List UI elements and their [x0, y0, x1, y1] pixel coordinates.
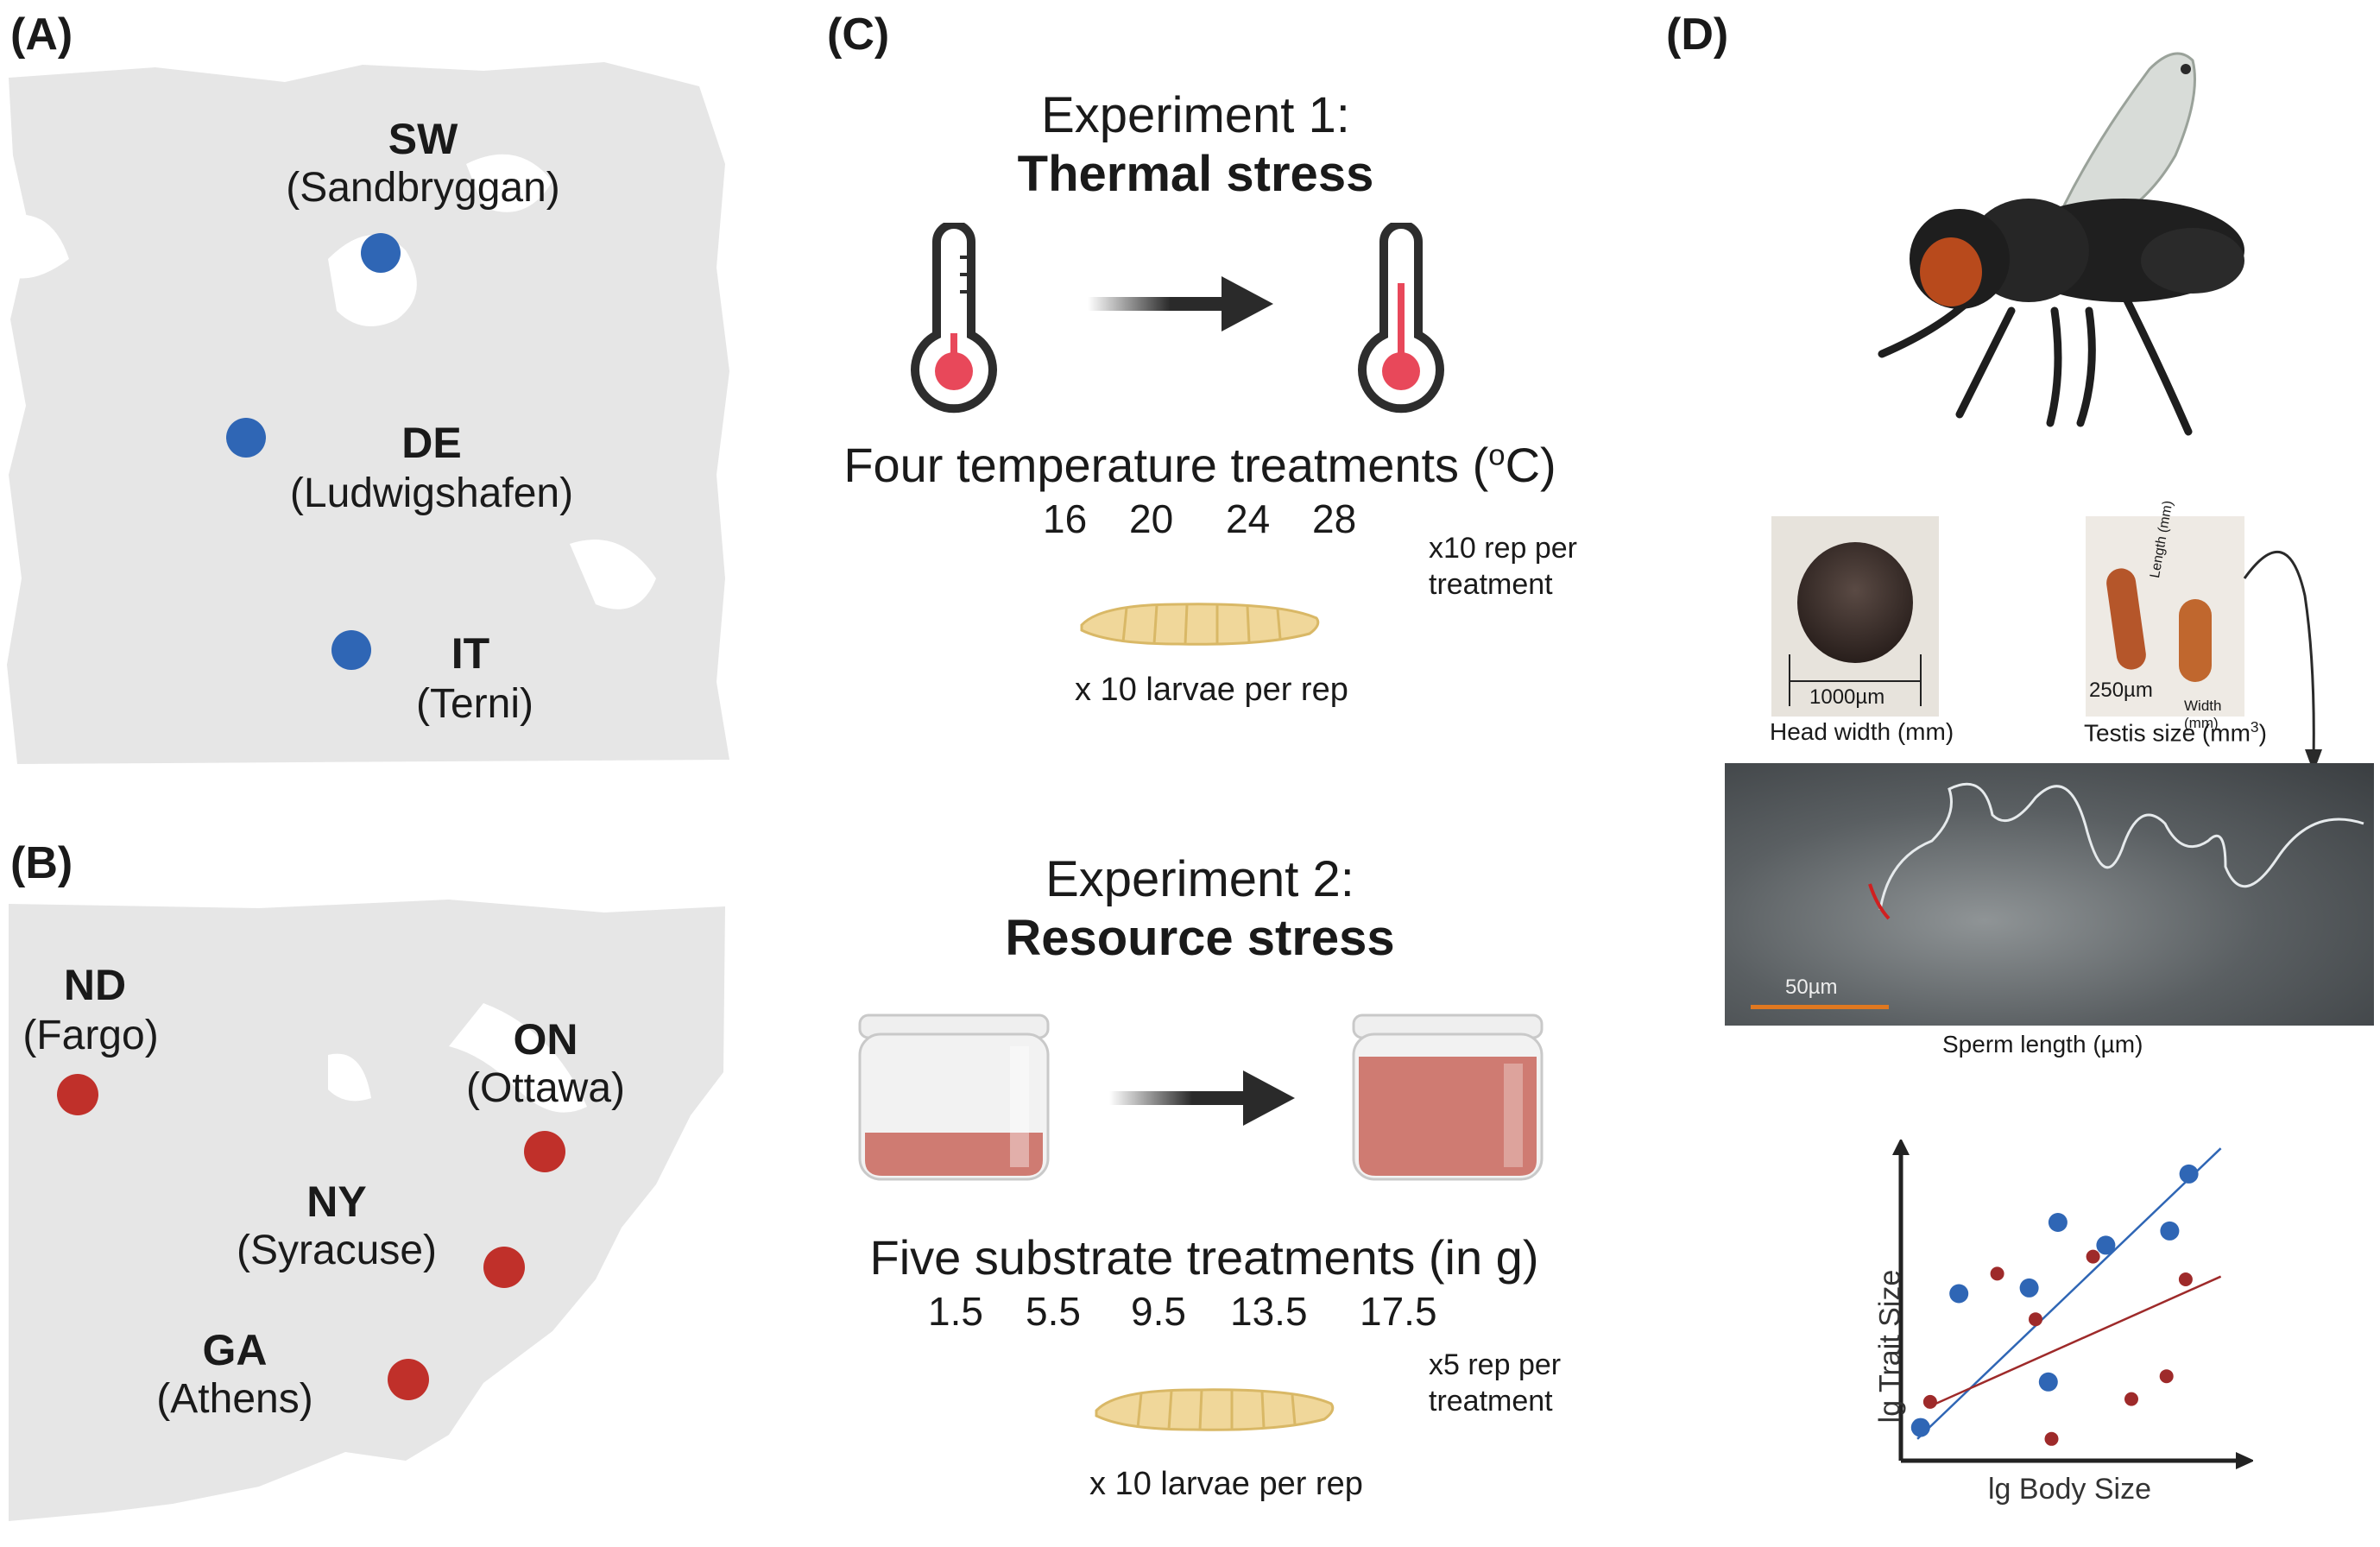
head-scale-label: 1000µm	[1809, 685, 1885, 709]
site-name-ottawa: (Ottawa)	[465, 1065, 626, 1111]
exp2-value: 5.5	[1026, 1289, 1081, 1334]
panel-label-c: (C)	[827, 9, 890, 60]
site-code-nd: ND	[63, 961, 127, 1009]
data-point-1	[2086, 1249, 2100, 1264]
head-photo: 1000µm	[1771, 516, 1939, 717]
site-marker-ga	[388, 1359, 429, 1400]
trait-scatter-chart	[1892, 1140, 2253, 1469]
data-point-0	[2038, 1372, 2058, 1392]
sperm-photo: 50µm	[1725, 763, 2374, 1026]
data-point-1	[1922, 1394, 1937, 1409]
site-code-on: ON	[513, 1015, 578, 1064]
europe-map	[7, 62, 729, 764]
site-name-terni: (Terni)	[415, 681, 533, 727]
arrow-right-icon	[1109, 1070, 1295, 1126]
exp2-rep-line2: treatment	[1429, 1385, 1553, 1418]
thermometer-low-icon	[911, 223, 997, 414]
exp1-rep-line2: treatment	[1429, 568, 1553, 601]
data-point-1	[2178, 1272, 2193, 1286]
testis-length-label: Length (mm)	[2148, 499, 2176, 579]
larva-icon	[1080, 603, 1320, 646]
head-image	[1797, 542, 1913, 663]
panel-label-b: (B)	[10, 838, 73, 888]
site-code-sw: SW	[388, 115, 458, 163]
data-point-0	[2019, 1278, 2039, 1298]
site-marker-it	[331, 630, 371, 670]
data-point-1	[2159, 1369, 2174, 1384]
sperm-scale-label: 50µm	[1785, 976, 1838, 999]
testis-width-label: Width (mm)	[2184, 698, 2222, 731]
exp1-value: 28	[1312, 496, 1357, 541]
site-marker-ny	[483, 1247, 525, 1288]
panel-label-a: (A)	[10, 9, 73, 60]
exp1-subtitle: Thermal stress	[1017, 146, 1374, 202]
testis-image	[2179, 599, 2212, 682]
exp2-subtitle: Resource stress	[1005, 910, 1395, 966]
site-marker-on	[524, 1131, 565, 1172]
larva-icon	[1095, 1388, 1335, 1431]
exp1-value: 20	[1129, 496, 1174, 541]
exp2-value: 9.5	[1131, 1289, 1186, 1334]
thermometer-high-icon	[1358, 223, 1444, 414]
y-axis-label: lg Trait Size	[1873, 1269, 1907, 1424]
site-name-ludwigshafen: (Ludwigshafen)	[289, 470, 574, 516]
fit-line-0	[1916, 1147, 2222, 1440]
jar-high-substrate-icon	[1352, 1013, 1544, 1181]
exp2-larvae-label: x 10 larvae per rep	[1089, 1466, 1363, 1502]
site-marker-de	[226, 418, 266, 458]
data-point-1	[1990, 1266, 2004, 1281]
data-point-0	[1910, 1418, 1930, 1437]
exp2-value: 1.5	[928, 1289, 983, 1334]
panel-label-d: (D)	[1666, 9, 1729, 60]
exp2-value: 17.5	[1360, 1289, 1437, 1334]
site-name-fargo: (Fargo)	[22, 1013, 159, 1058]
site-code-de: DE	[401, 419, 462, 467]
connector-arrow-icon	[2243, 550, 2322, 773]
fly-illustration	[1878, 52, 2244, 436]
sperm-image	[1868, 782, 2364, 920]
site-code-ga: GA	[202, 1326, 268, 1374]
exp1-value: 16	[1043, 496, 1088, 541]
data-point-1	[2044, 1431, 2059, 1446]
site-code-it: IT	[451, 629, 490, 678]
testis-size-caption: Testis size (mm3)	[2084, 718, 2267, 747]
data-point-0	[1949, 1284, 1969, 1304]
testis-scale-label: 250µm	[2089, 679, 2153, 702]
data-point-0	[2179, 1164, 2199, 1184]
exp1-value: 24	[1226, 496, 1271, 541]
jar-low-substrate-icon	[858, 1013, 1050, 1181]
head-width-caption: Head width (mm)	[1770, 718, 1954, 745]
arrow-right-icon	[1088, 276, 1273, 332]
site-name-sandbryggan: (Sandbryggan)	[286, 165, 560, 211]
data-point-0	[2160, 1221, 2180, 1241]
site-marker-nd	[57, 1074, 98, 1115]
north-america-map	[9, 900, 734, 1547]
testis-photo: 250µm Length (mm) Width (mm)	[2086, 500, 2244, 731]
site-marker-sw	[361, 233, 401, 273]
data-point-0	[2096, 1235, 2116, 1255]
exp2-treatments-label: Five substrate treatments (in g)	[869, 1230, 1539, 1285]
site-code-ny: NY	[306, 1178, 367, 1226]
data-point-1	[2029, 1312, 2042, 1327]
data-point-0	[2048, 1213, 2068, 1232]
x-axis-label: lg Body Size	[1988, 1473, 2151, 1506]
exp1-rep-line1: x10 rep per	[1429, 532, 1577, 565]
exp2-title: Experiment 2:	[1045, 851, 1354, 907]
exp2-rep-line1: x5 rep per	[1429, 1348, 1562, 1381]
testis-image	[2104, 566, 2149, 672]
fit-line-1	[1926, 1275, 2222, 1409]
exp2-value: 13.5	[1230, 1289, 1308, 1334]
data-point-1	[2124, 1392, 2138, 1406]
exp1-title: Experiment 1:	[1041, 87, 1350, 143]
site-name-syracuse: (Syracuse)	[236, 1228, 438, 1273]
sperm-length-caption: Sperm length (µm)	[1942, 1031, 2143, 1058]
exp1-larvae-label: x 10 larvae per rep	[1075, 672, 1348, 708]
exp1-treatments-label: Four temperature treatments (oC)	[843, 438, 1556, 492]
site-name-athens: (Athens)	[156, 1376, 313, 1422]
